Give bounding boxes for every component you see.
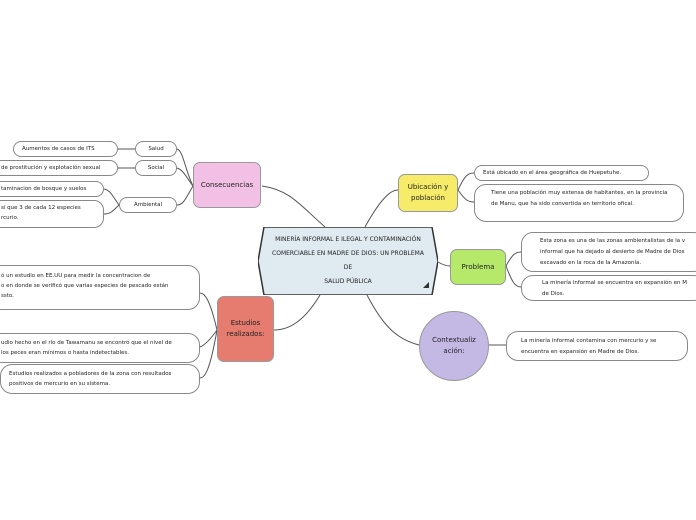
topic-problema-label: Problema [461,262,495,271]
central-topic[interactable]: MINERÍA INFORMAL E ILEGAL Y CONTAMINACIÓ… [272,233,424,289]
leaf-social-text: de prostitución y explotación sexual [1,165,101,171]
leaf-ambiental-2-text-cont: rcurio. [1,215,19,221]
leaf-ambiental-1[interactable]: taminacion de bosque y suelos [0,181,104,197]
leaf-problema-2-line-1: La minería informal se encuentra en expa… [542,280,687,286]
central-topic-line-3: SALUD PÚBLICA [324,278,372,285]
leaf-estudio-1-line-1: ó un estudio en EE.UU para medir la conc… [1,273,151,279]
subtopic-salud[interactable]: Salud [135,141,177,157]
leaf-estudio-3[interactable]: Estudios realizados a pobladores de la z… [0,364,200,394]
subtopic-social[interactable]: Social [135,160,177,176]
subtopic-salud-label: Salud [148,146,164,152]
central-topic-line-2: COMERCIABLE EN MADRE DE DIOS: UN PROBLEM… [272,250,424,271]
leaf-problema-1-line-3: excavado en la roca de la Amazonía. [540,260,642,266]
subtopic-ambiental-label: Ambiental [133,202,163,208]
leaf-salud-text: Aumentos de casos de ITS [22,146,95,152]
subtopic-ambiental[interactable]: Ambiental [119,197,177,213]
leaf-estudio-1[interactable]: ó un estudio en EE.UU para medir la conc… [0,265,200,310]
topic-contextualizacion-label: Contextualiz ación: [432,336,476,355]
central-topic-shape [258,227,438,295]
leaf-estudio-1-line-2: o en donde se verificó que varias especi… [1,283,169,289]
leaf-problema-1-line-2: informal que ha dejado al desierto de Ma… [540,249,685,255]
leaf-ambiental-2[interactable]: si que 3 de cada 12 especies rcurio. [0,200,104,228]
topic-consecuencias[interactable]: Consecuencias [193,162,261,208]
leaf-problema-1[interactable]: Esta zona es una de las zonas ambientali… [521,232,696,272]
leaf-estudio-2[interactable]: udio hecho en el río de Tawamanu se enco… [0,333,200,363]
leaf-contextualizacion-text: La minería informal contamina con mercur… [521,338,657,355]
leaf-estudio-3-line-1: Estudios realizados a pobladores de la z… [9,371,172,377]
topic-problema[interactable]: Problema [450,249,506,285]
topic-ubicacion-label: Ubicación y población [407,183,449,202]
topic-estudios-realizados[interactable]: Estudios realizados: [217,296,274,362]
topic-estudios-label: Estudios realizados: [226,319,265,338]
leaf-ubicacion-1[interactable]: Está ubicado en el área geográfica de Hu… [474,165,649,181]
topic-consecuencias-label: Consecuencias [200,180,254,189]
topic-ubicacion-poblacion[interactable]: Ubicación y población [398,174,458,212]
leaf-problema-2[interactable]: La minería informal se encuentra en expa… [521,275,696,301]
leaf-ubicacion-2-text: Tiene una población muy extensa de habit… [491,190,668,207]
leaf-ambiental-2-text: si que 3 de cada 12 especies [1,205,81,211]
topic-contextualizacion[interactable]: Contextualiz ación: [419,311,489,381]
leaf-ambiental-1-text: taminacion de bosque y suelos [1,186,87,192]
leaf-problema-2-line-2: de Dios. [542,291,565,297]
leaf-contextualizacion[interactable]: La minería informal contamina con mercur… [506,331,688,361]
leaf-ubicacion-2[interactable]: Tiene una población muy extensa de habit… [474,184,684,222]
leaf-estudio-1-line-3: ssto. [1,293,14,299]
leaf-problema-1-line-1: Esta zona es una de las zonas ambientali… [540,238,686,244]
leaf-ubicacion-1-text: Está ubicado en el área geográfica de Hu… [483,170,622,176]
leaf-salud[interactable]: Aumentos de casos de ITS [13,141,118,157]
central-topic-line-1: MINERÍA INFORMAL E ILEGAL Y CONTAMINACIÓ… [275,236,421,243]
leaf-social[interactable]: de prostitución y explotación sexual [0,160,118,176]
subtopic-social-label: Social [147,165,165,171]
expand-corner-icon[interactable] [423,282,429,288]
leaf-estudio-2-line-2: los peces eran mínimos o hasta indetecta… [1,350,129,356]
leaf-estudio-3-line-2: positivos de mercurio en su sistema. [9,381,111,387]
leaf-estudio-2-line-1: udio hecho en el río de Tawamanu se enco… [1,340,172,346]
